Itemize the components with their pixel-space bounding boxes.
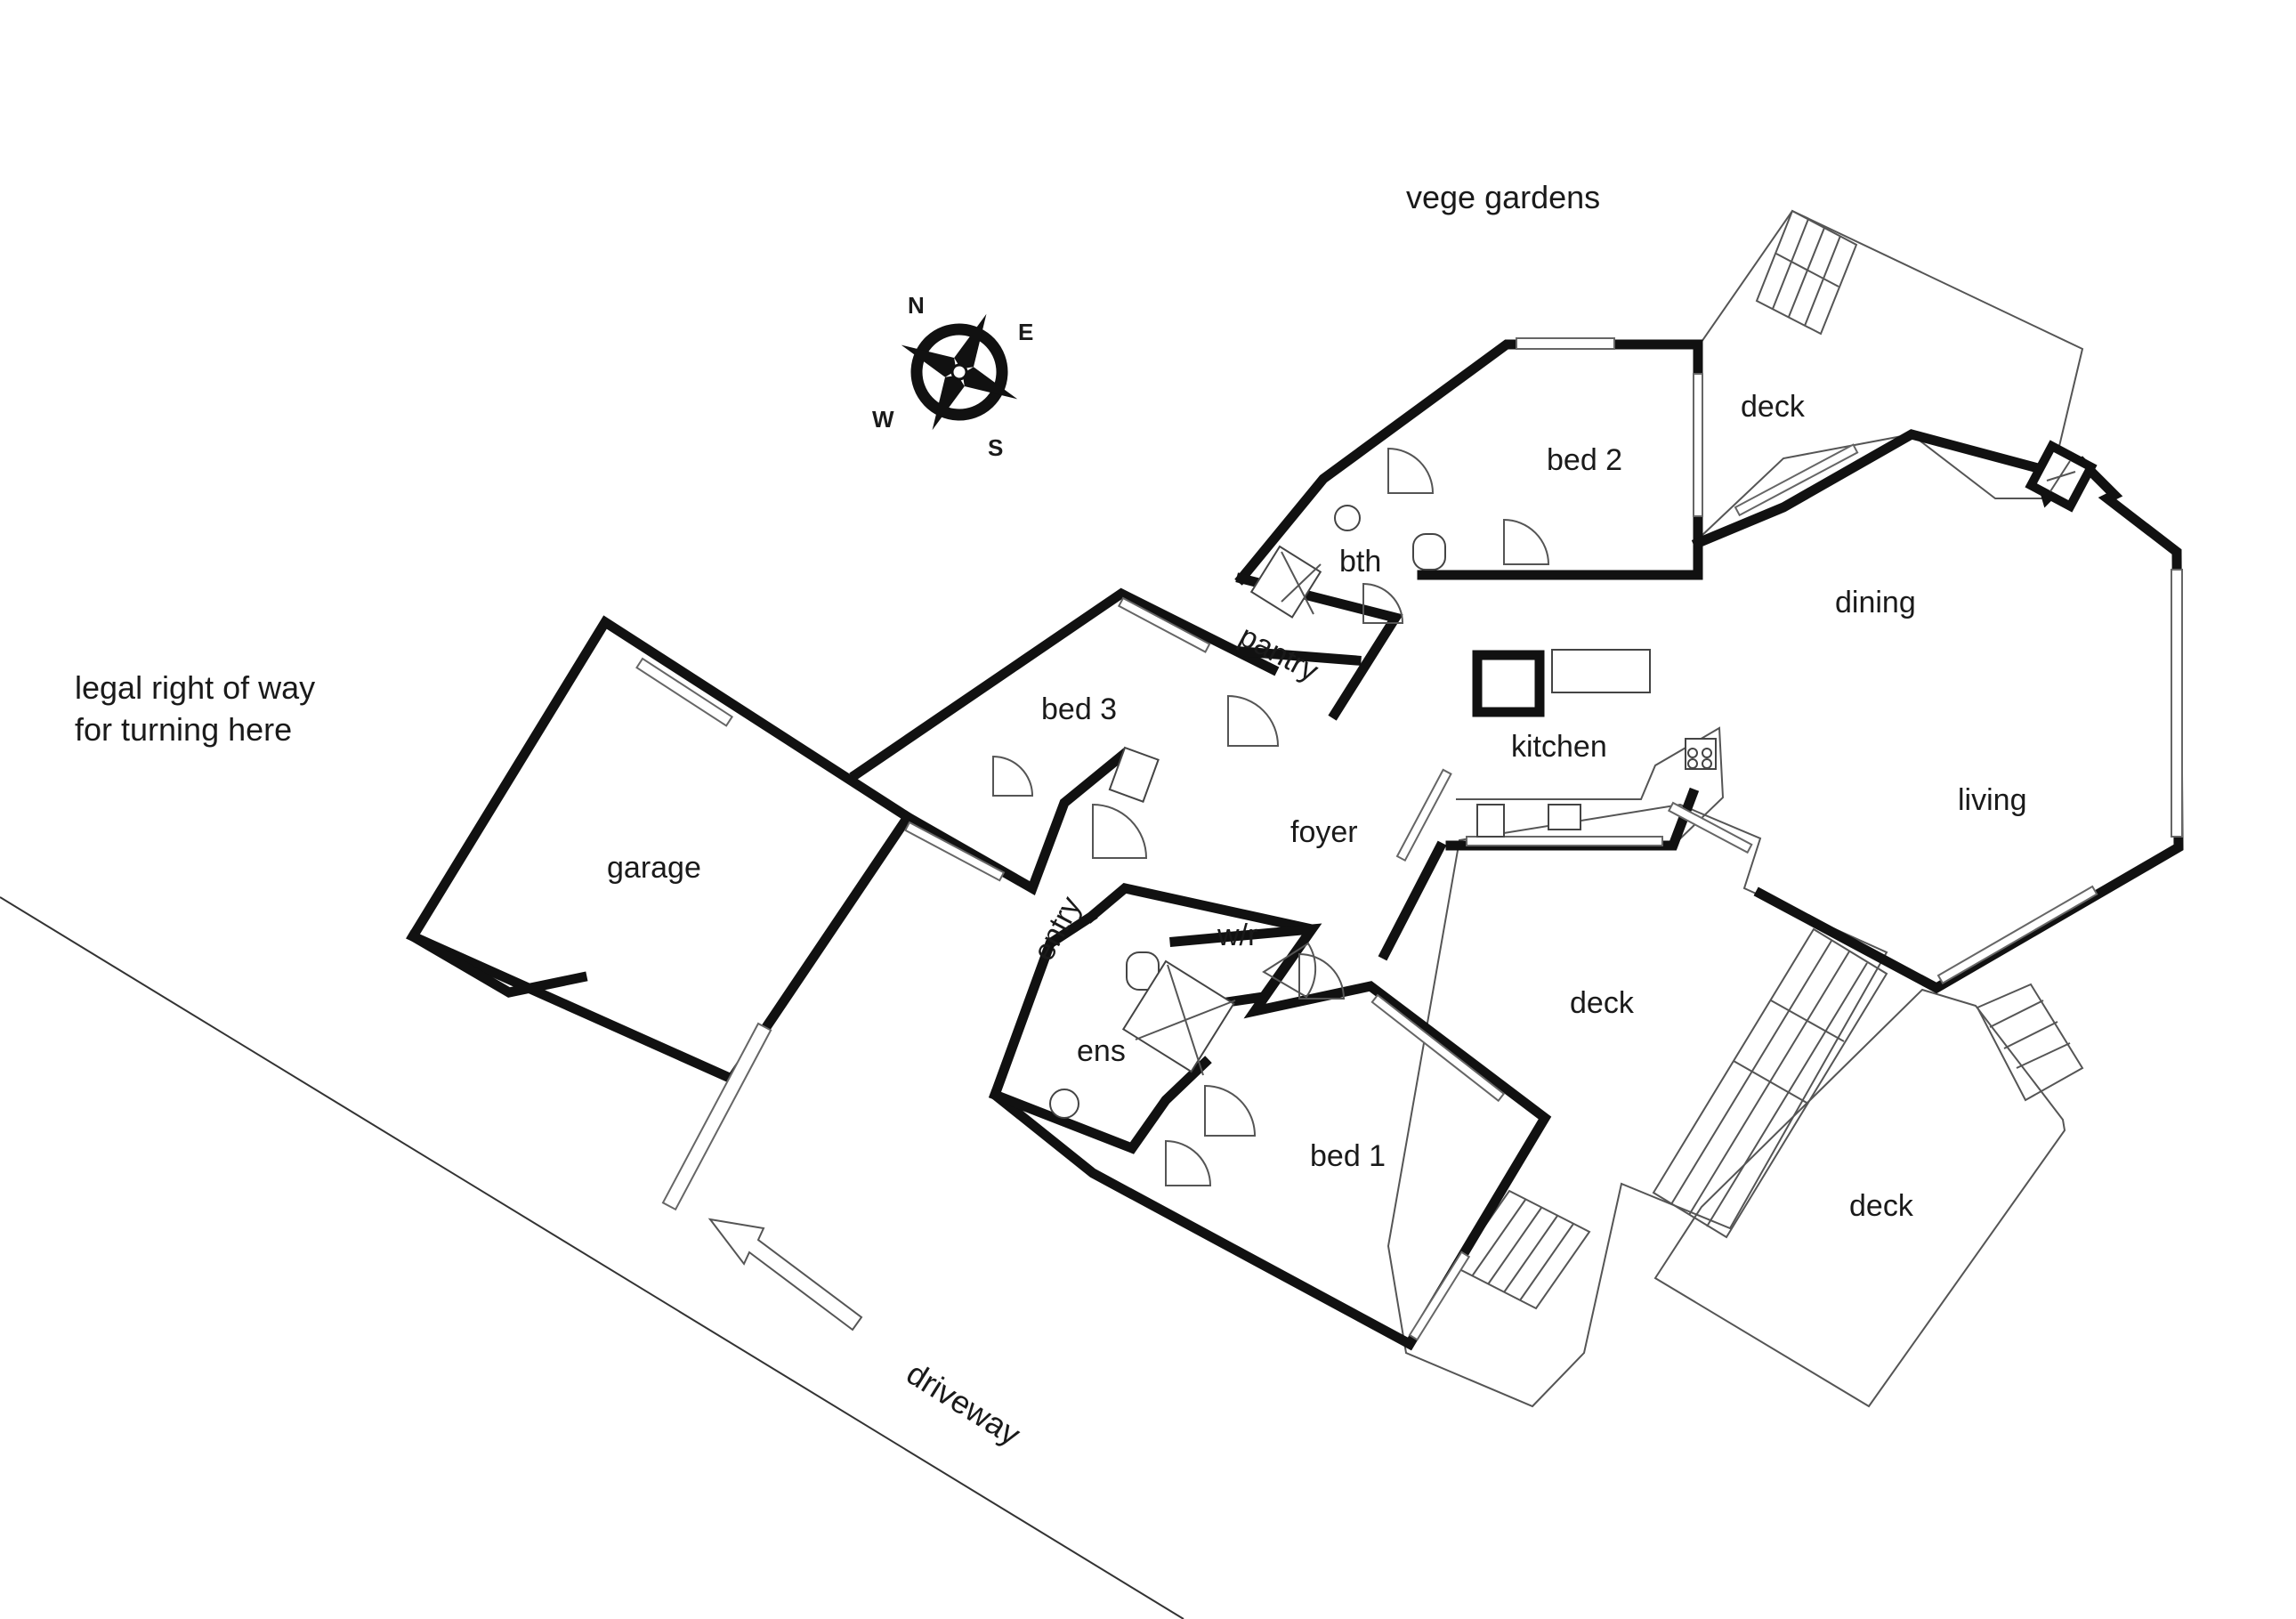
pantry-walls	[1236, 646, 1362, 666]
compass-e-label: E	[1018, 319, 1033, 345]
driveway-boundary-line	[0, 896, 1184, 1619]
compass-n-label: N	[908, 292, 925, 319]
compass-icon	[901, 313, 1018, 431]
garage-front-notch	[406, 929, 588, 998]
legal-right-of-way-line2: for turning here	[75, 711, 292, 748]
living-label: living	[1958, 783, 2026, 817]
deck-centre-outline	[1386, 803, 1888, 1408]
deck-north-label: deck	[1741, 390, 1806, 424]
legal-right-of-way-line1: legal right of way	[75, 669, 315, 706]
bed3-walls	[849, 587, 1280, 781]
foyer-wall	[1378, 840, 1447, 961]
deck-north-outline	[1701, 209, 2084, 538]
ens-label: ens	[1077, 1034, 1126, 1068]
bed1-walls	[989, 883, 1552, 1351]
bed2-label: bed 2	[1547, 443, 1622, 477]
bed2-walls	[1234, 339, 1703, 586]
bed3-label: bed 3	[1041, 692, 1117, 726]
foyer-label: foyer	[1290, 815, 1358, 849]
pantry-label: pantry	[1233, 619, 1323, 689]
stairs-south	[1976, 983, 2084, 1102]
bed1-label: bed 1	[1310, 1139, 1386, 1173]
stairs-bed1	[1454, 1189, 1591, 1310]
deck-south-label: deck	[1849, 1189, 1914, 1223]
dining-living-walls	[1691, 429, 2184, 994]
kitchen-label: kitchen	[1511, 730, 1607, 764]
driveway-arrow-icon	[707, 1218, 863, 1332]
steps-centre	[1652, 927, 1888, 1239]
ens-walls	[988, 1056, 1212, 1154]
kitchen-island-outline	[1472, 650, 1545, 717]
deck-south-outline	[1653, 988, 2066, 1408]
stairs-north	[1755, 209, 1858, 336]
fireplace-icon	[2025, 440, 2098, 513]
driveway-label: driveway	[901, 1355, 1027, 1453]
wr-label: w/r	[1217, 919, 1257, 952]
compass-s-label: S	[988, 434, 1003, 461]
entry-walls	[901, 748, 1130, 895]
fixtures	[1049, 505, 1717, 1119]
garage-label: garage	[607, 851, 701, 885]
deck-centre-label: deck	[1570, 986, 1635, 1020]
vege-gardens-label: vege gardens	[1406, 179, 1600, 215]
dining-label: dining	[1835, 586, 1916, 619]
bth-label: bth	[1339, 545, 1381, 579]
compass-w-label: W	[872, 406, 894, 433]
windows	[635, 337, 2183, 1341]
door-swings	[992, 447, 1550, 1186]
